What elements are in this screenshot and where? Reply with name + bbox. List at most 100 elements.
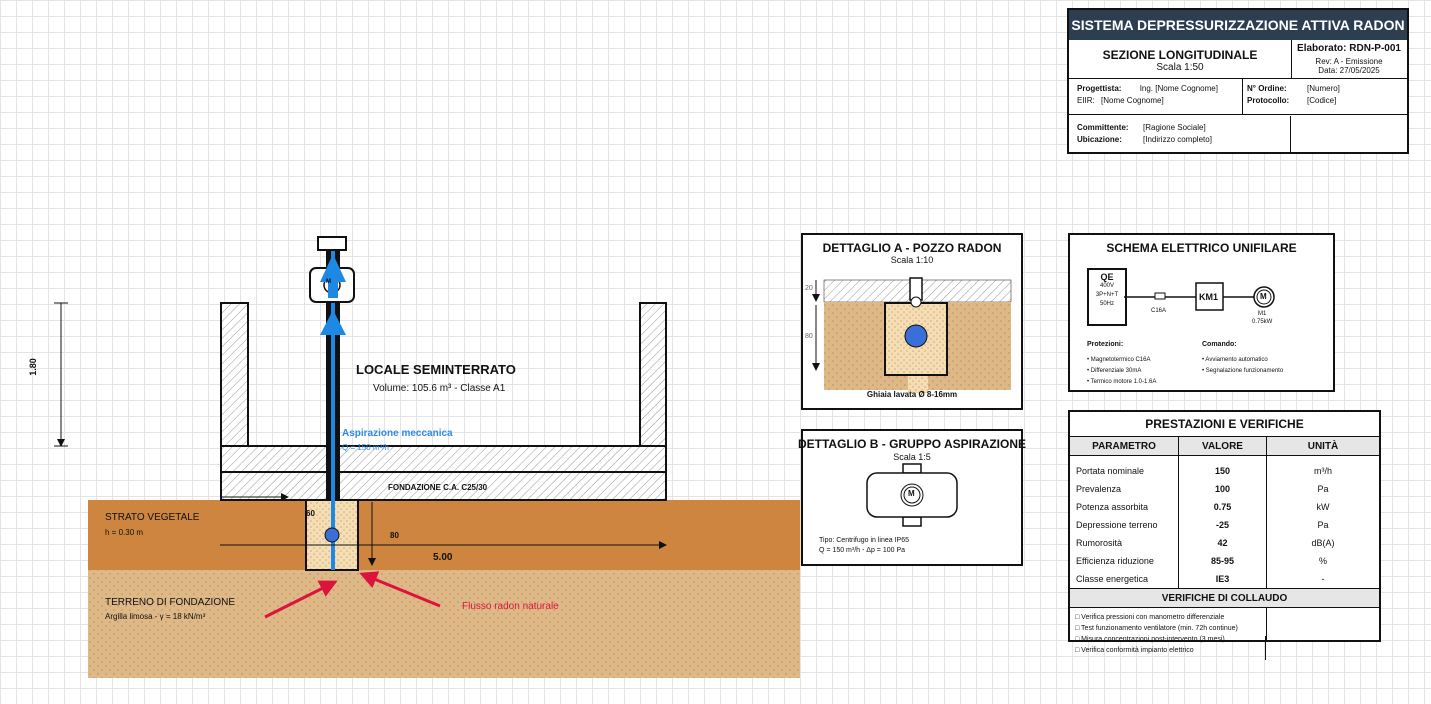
detail-a-scale: Scala 1:10 xyxy=(890,255,934,265)
check-item: □ Verifica conformità impianto elettrico xyxy=(1075,647,1194,654)
param-name: Depressione terreno xyxy=(1076,520,1158,530)
param-name: Prevalenza xyxy=(1076,484,1122,494)
order: [Numero] xyxy=(1307,84,1340,93)
location-label: Ubicazione: xyxy=(1077,135,1122,144)
dim-60: 60 xyxy=(306,509,315,518)
param-value: 42 xyxy=(1178,534,1267,552)
right-wall xyxy=(639,302,667,447)
title-header: SISTEMA DEPRESSURIZZAZIONE ATTIVA RADON xyxy=(1069,10,1407,40)
param-value: 100 xyxy=(1178,480,1267,498)
order-label: N° Ordine: xyxy=(1247,84,1287,93)
location: [Indirizzo completo] xyxy=(1143,135,1212,144)
qe-frequency: 50Hz xyxy=(1099,301,1114,307)
flow-label: Q = 150 m³/h xyxy=(342,443,389,452)
param-unit: % xyxy=(1266,552,1380,570)
contactor-label: KM1 xyxy=(1199,292,1219,302)
command-title: Comando: xyxy=(1202,341,1237,348)
topsoil-subtitle: h = 0.30 m xyxy=(105,528,144,537)
check-item: □ Misura concentrazioni post-intervento … xyxy=(1075,636,1225,643)
command-item: • Segnalazione funzionamento xyxy=(1202,368,1284,374)
client: [Ragione Sociale] xyxy=(1143,123,1206,132)
suction-point xyxy=(324,527,340,543)
fan-specs: Q = 150 m³/h - Δp = 100 Pa xyxy=(819,547,905,554)
param-value: -25 xyxy=(1178,516,1267,534)
fan-type: Tipo: Centrifugo in linea IP65 xyxy=(819,537,910,544)
qe-label: QE xyxy=(1100,272,1114,282)
param-name: Rumorosità xyxy=(1076,538,1123,548)
soil-subtitle: Argilla limosa - γ = 18 kN/m³ xyxy=(105,612,206,621)
breaker-label: C16A xyxy=(1151,308,1167,314)
detail-a-panel: DETTAGLIO A - POZZO RADON Scala 1:10 20 … xyxy=(801,233,1023,410)
fan-drawing xyxy=(866,463,958,527)
floor-slab xyxy=(220,445,667,473)
dim-80: 80 xyxy=(390,531,399,540)
motor-label: M xyxy=(326,279,331,285)
check-item: □ Test funzionamento ventilatore (min. 7… xyxy=(1075,625,1238,632)
qe-phases: 3P+N+T xyxy=(1095,292,1119,298)
dim-width: 5.00 xyxy=(433,552,453,563)
section-title: SEZIONE LONGITUDINALE xyxy=(1102,48,1258,62)
room-title: LOCALE SEMINTERRATO xyxy=(356,362,516,377)
protections-title: Protezioni: xyxy=(1087,341,1124,348)
performance-title: PRESTAZIONI E VERIFICHE xyxy=(1069,411,1380,437)
section-scale: Scala 1:50 xyxy=(1156,62,1204,73)
checks-title: VERIFICHE DI COLLAUDO xyxy=(1068,588,1381,608)
param-unit: Pa xyxy=(1266,516,1380,534)
protections-list: • Magnetotermico C16A • Differenziale 30m… xyxy=(1087,355,1156,388)
soil-title: TERRENO DI FONDAZIONE xyxy=(105,597,236,608)
detail-a-dim2: 80 xyxy=(805,333,813,340)
protection-item: • Differenziale 30mA xyxy=(1087,368,1142,374)
topsoil-layer xyxy=(88,500,800,570)
detail-a-title: DETTAGLIO A - POZZO RADON xyxy=(822,241,1002,255)
checks-list: □ Verifica pressioni con manometro diffe… xyxy=(1075,612,1238,656)
detail-b-motor: M xyxy=(908,489,915,498)
param-name: Classe energetica xyxy=(1076,574,1149,584)
airflow-arrow-icon xyxy=(320,254,346,298)
eiir-label: EIIR: xyxy=(1077,96,1095,105)
drawing-code: Elaborato: RDN-P-001 xyxy=(1297,43,1401,54)
command-item: • Avviamento automatico xyxy=(1202,357,1268,363)
detail-a-note: Ghiaia lavata Ø 8-16mm xyxy=(866,390,958,399)
protocol-label: Protocollo: xyxy=(1247,96,1290,105)
date: Data: 27/05/2025 xyxy=(1318,66,1380,75)
param-unit: kW xyxy=(1266,498,1380,516)
foundation xyxy=(220,471,667,501)
param-value: IE3 xyxy=(1178,570,1267,589)
dim-height: 1.80 xyxy=(27,358,38,376)
title-block: SISTEMA DEPRESSURIZZAZIONE ATTIVA RADON … xyxy=(1067,8,1409,154)
topsoil-title: STRATO VEGETALE xyxy=(105,512,200,523)
soil-layer xyxy=(88,570,800,678)
left-wall xyxy=(220,302,249,447)
param-value: 150 xyxy=(1178,455,1267,480)
aspiration-label: Aspirazione meccanica xyxy=(342,428,453,439)
designer: Ing. [Nome Cognome] xyxy=(1139,84,1218,93)
revision: Rev: A - Emissione xyxy=(1315,57,1383,66)
protection-item: • Termico motore 1.0-1.6A xyxy=(1087,379,1157,385)
param-unit: - xyxy=(1266,570,1380,589)
flow-line xyxy=(331,250,335,570)
param-value: 85-95 xyxy=(1178,552,1267,570)
protection-item: • Magnetotermico C16A xyxy=(1087,357,1151,363)
check-item: □ Verifica pressioni con manometro diffe… xyxy=(1075,614,1225,621)
header-unit: UNITÀ xyxy=(1266,436,1381,456)
qe-voltage: 400V xyxy=(1099,283,1114,289)
param-name: Portata nominale xyxy=(1076,466,1145,476)
param-name: Potenza assorbita xyxy=(1076,502,1149,512)
detail-b-title: DETTAGLIO B - GRUPPO ASPIRAZIONE xyxy=(797,437,1026,451)
header-value: VALORE xyxy=(1178,436,1267,456)
room-subtitle: Volume: 105.6 m³ - Classe A1 xyxy=(373,383,506,394)
foundation-label: FONDAZIONE C.A. C25/30 xyxy=(388,483,488,492)
eiir: [Nome Cognome] xyxy=(1101,96,1164,105)
detail-b-panel: DETTAGLIO B - GRUPPO ASPIRAZIONE Scala 1… xyxy=(798,429,1026,566)
radon-flow-label: Flusso radon naturale xyxy=(462,601,559,612)
command-list: • Avviamento automatico • Segnalazione fu… xyxy=(1202,355,1283,377)
designer-label: Progettista: xyxy=(1077,84,1122,93)
exhaust-cap xyxy=(317,236,347,251)
motor-power: 0.75kW xyxy=(1252,319,1273,325)
performance-row: Classe energetica IE3- xyxy=(1069,570,1380,589)
